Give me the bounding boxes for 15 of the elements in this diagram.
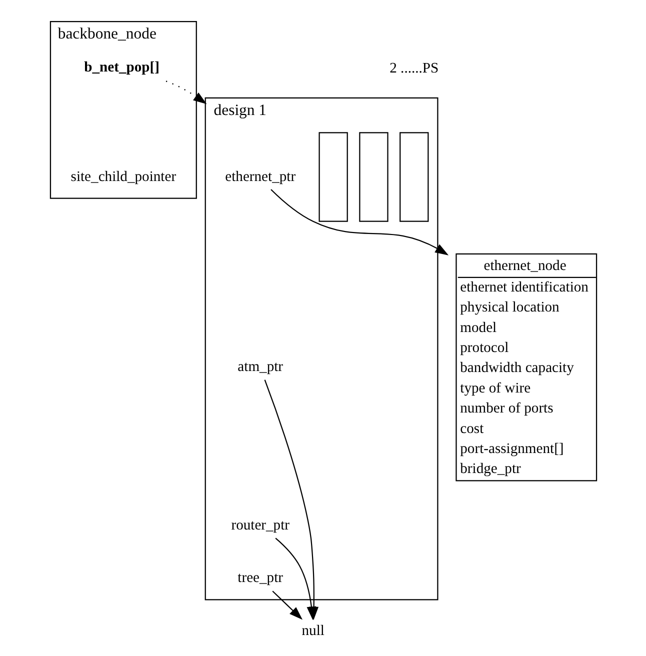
arrow: [270, 189, 448, 256]
node-text: b_net_pop[]: [84, 59, 159, 76]
node-text: ethernet_ptr: [224, 168, 296, 185]
node-text: tree_ptr: [237, 570, 283, 586]
label: 2 ......PS: [389, 60, 438, 77]
node-box: [399, 132, 428, 222]
arrow: [165, 80, 206, 104]
node-text: site_child_pointer: [70, 168, 176, 185]
node-box: [358, 132, 388, 222]
node-text: atm_ptr: [237, 359, 283, 376]
arrow: [272, 590, 302, 620]
node-box: [318, 132, 348, 222]
arrow: [274, 538, 316, 620]
node-text: router_ptr: [230, 517, 290, 534]
node-text: null: [301, 622, 324, 639]
